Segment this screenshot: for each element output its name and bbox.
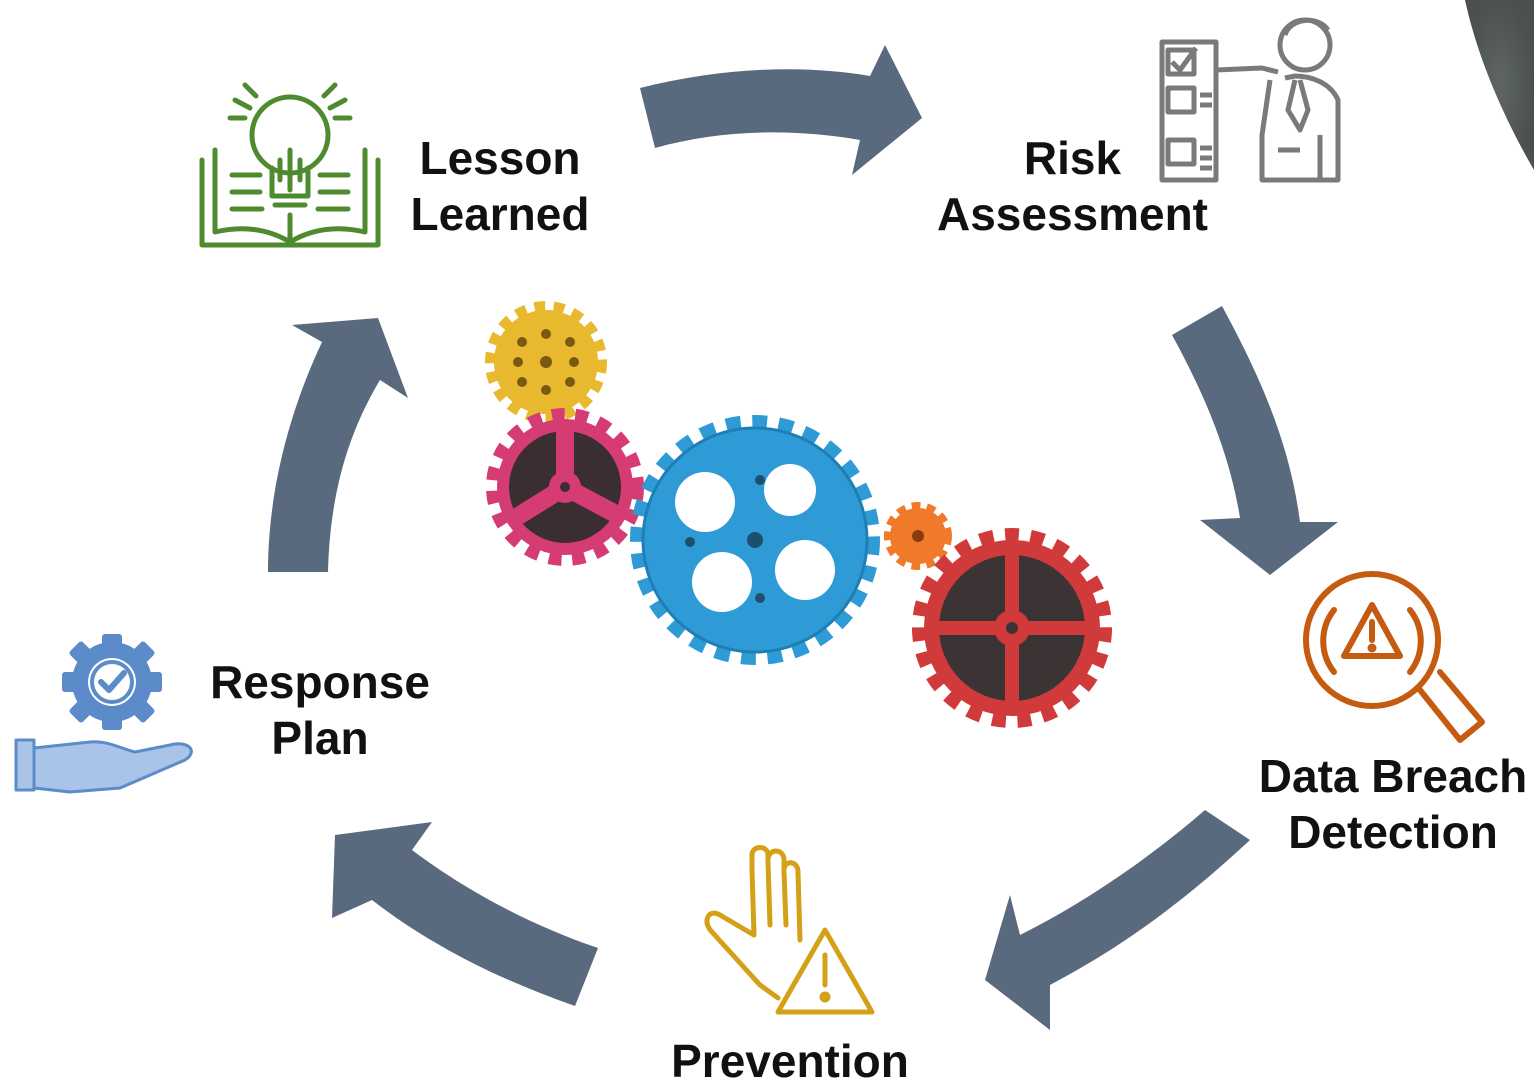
magnifier-warning-icon xyxy=(1303,571,1485,743)
arrow-detection-to-prevention xyxy=(985,810,1250,1030)
stage-label-response-plan: Response Plan xyxy=(205,654,435,766)
orange-gear xyxy=(884,502,952,570)
arrow-prevention-to-response xyxy=(332,822,598,1006)
stage-label-prevention: Prevention xyxy=(660,1033,920,1089)
stage-label-line: Risk xyxy=(1023,132,1122,184)
stage-label-line: Lesson xyxy=(419,132,581,184)
red-gear xyxy=(912,528,1112,728)
stage-label-line: Prevention xyxy=(671,1035,909,1087)
arrow-risk-to-detection xyxy=(1172,306,1338,575)
stage-label-risk-assessment: Risk Assessment xyxy=(935,130,1210,242)
stage-label-data-breach-detection: Data Breach Detection xyxy=(1255,748,1531,860)
presenter-checklist-icon xyxy=(1159,17,1341,183)
stage-label-line: Data Breach xyxy=(1258,750,1528,802)
arrow-response-to-lesson xyxy=(268,318,408,572)
arrow-lesson-to-risk xyxy=(640,45,922,175)
stage-label-lesson-learned: Lesson Learned xyxy=(400,130,600,242)
stage-label-line: Assessment xyxy=(936,188,1209,240)
blue-gear xyxy=(630,415,880,665)
hand-warning-icon xyxy=(704,845,875,1015)
hand-gear-check-icon xyxy=(14,634,193,794)
stage-label-line: Detection xyxy=(1288,806,1498,858)
pink-gear xyxy=(486,408,644,566)
corner-decoration xyxy=(1465,0,1534,170)
stage-label-line: Plan xyxy=(271,712,369,764)
lightbulb-book-icon xyxy=(199,82,381,248)
stage-label-line: Learned xyxy=(410,188,590,240)
stage-label-line: Response xyxy=(210,656,430,708)
yellow-gear xyxy=(485,301,607,423)
colorful-gears-icon xyxy=(485,301,1112,728)
